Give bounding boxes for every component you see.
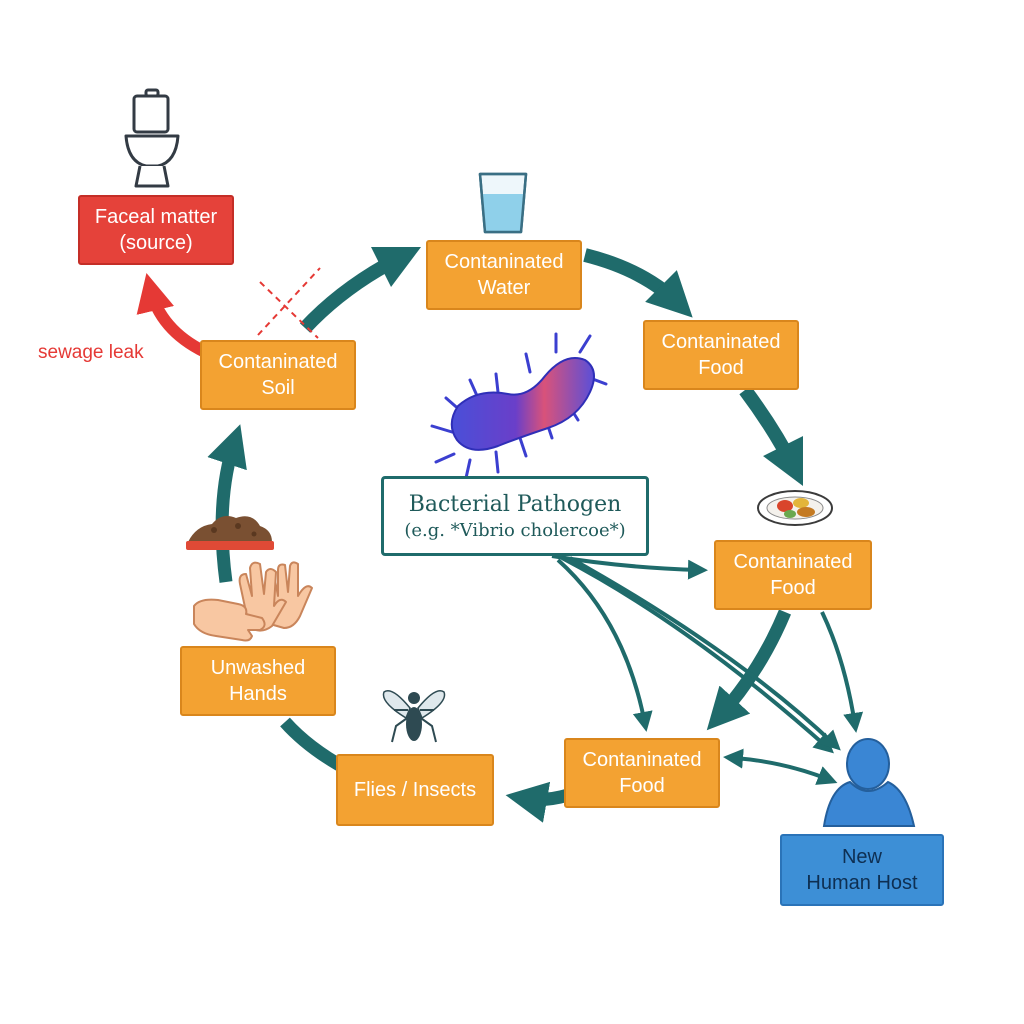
food-top-node-line-1: Contaninated (661, 331, 781, 353)
water-node-line-1: Contaninated (444, 251, 564, 273)
pathogen-title: Bacterial Pathogen (408, 492, 622, 517)
person-icon (822, 738, 916, 827)
contaminated-food-top-node: Contaninated Food (643, 320, 799, 390)
soil-node-line-1: Contaninated (218, 351, 338, 373)
arrow-pathogen-to-host-b (569, 556, 841, 751)
arrow-food-mid-to-food-bottom (706, 609, 791, 731)
hands-node-line-2: Hands (229, 683, 287, 705)
arrow-pathogen-to-food-mid (551, 554, 708, 580)
water-node-line-2: Water (477, 277, 531, 299)
hands-icon (193, 561, 313, 642)
arrow-food-mid-to-host (820, 611, 864, 733)
arrow-hands-to-soil (207, 424, 247, 583)
sewage-leak-label: sewage leak (38, 342, 144, 363)
flies-insects-node: Flies / Insects (336, 754, 494, 826)
broken-link-mark (257, 267, 321, 339)
host-node-line-1: New (841, 846, 882, 868)
arrow-food-bottom-to-flies (505, 781, 570, 823)
host-node-line-2: Human Host (806, 872, 918, 894)
fly-icon (382, 690, 446, 743)
pathogen-arrows (551, 554, 864, 785)
food-bottom-node-line-2: Food (619, 775, 665, 797)
flies-node-label: Flies / Insects (353, 779, 477, 801)
arrow-sewage-leak (136, 273, 208, 358)
bacterial-pathogen-box: Bacterial Pathogen (e.g. *Vibrio cholerc… (381, 476, 649, 556)
new-human-host-node: New Human Host (780, 834, 944, 906)
arrow-food-top-to-food-mid (739, 385, 804, 487)
faecal-node-line-1: Faceal matter (94, 206, 218, 228)
contaminated-food-bottom-node: Contaninated Food (564, 738, 720, 808)
pathogen-subtitle: (e.g. *Vibrio cholercoe*) (404, 520, 626, 541)
food-mid-node-line-1: Contaninated (733, 551, 853, 573)
food-top-node-line-2: Food (698, 357, 744, 379)
arrow-pathogen-to-host-a (561, 556, 834, 754)
arrow-pathogen-to-food-bottom (556, 558, 653, 732)
bacterium-icon (430, 332, 608, 480)
food-mid-node-line-2: Food (770, 577, 816, 599)
arrow-food-bottom-host-bidirectional (723, 748, 838, 785)
hands-node-line-1: Unwashed (210, 657, 306, 679)
toilet-icon (124, 88, 180, 188)
soil-node-line-2: Soil (261, 377, 295, 399)
arrow-soil-to-water (299, 246, 422, 333)
unwashed-hands-node: Unwashed Hands (180, 646, 336, 716)
contaminated-soil-node: Contaninated Soil (200, 340, 356, 410)
soil-icon (186, 516, 274, 550)
faecal-node-line-2: (source) (119, 232, 193, 254)
contaminated-food-mid-node: Contaninated Food (714, 540, 872, 610)
food-plate-icon (757, 490, 833, 526)
faecal-matter-source-node: Faceal matter (source) (78, 195, 234, 265)
contaminated-water-node: Contaninated Water (426, 240, 582, 310)
food-bottom-node-line-1: Contaninated (582, 749, 702, 771)
water-glass-icon (478, 172, 528, 234)
arrow-water-to-food-top (583, 248, 693, 318)
